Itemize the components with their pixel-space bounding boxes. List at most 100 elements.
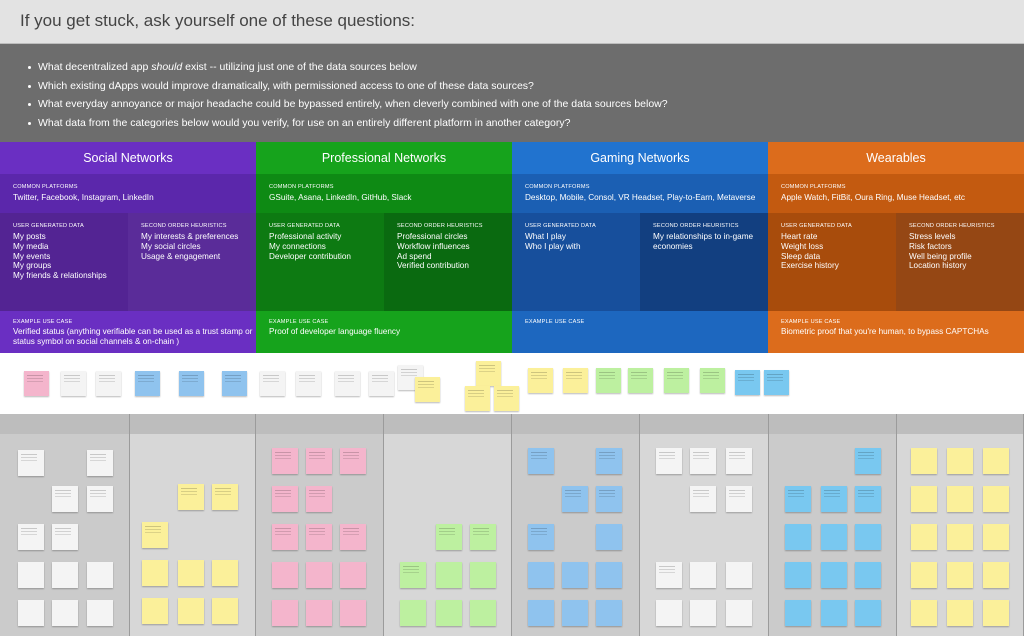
sticky-note[interactable] (142, 598, 168, 624)
sticky-note[interactable] (272, 448, 298, 474)
sticky-note[interactable] (52, 486, 78, 512)
sticky-note[interactable] (528, 524, 554, 550)
sticky-note[interactable] (947, 448, 973, 474)
sticky-note[interactable] (528, 368, 553, 393)
sticky-note[interactable] (52, 600, 78, 626)
sticky-note[interactable] (785, 562, 811, 588)
sticky-note[interactable] (87, 600, 113, 626)
sticky-note[interactable] (562, 562, 588, 588)
sticky-note[interactable] (628, 368, 653, 393)
sticky-note[interactable] (785, 486, 811, 512)
sticky-note[interactable] (656, 562, 682, 588)
sticky-note[interactable] (272, 524, 298, 550)
sticky-note[interactable] (436, 600, 462, 626)
sticky-note[interactable] (306, 524, 332, 550)
sticky-note[interactable] (528, 600, 554, 626)
sticky-note[interactable] (52, 524, 78, 550)
sticky-note[interactable] (983, 486, 1009, 512)
sticky-note[interactable] (436, 524, 462, 550)
sticky-note[interactable] (87, 562, 113, 588)
sticky-note[interactable] (18, 524, 44, 550)
sticky-note[interactable] (306, 486, 332, 512)
sticky-note[interactable] (947, 600, 973, 626)
sticky-note[interactable] (855, 448, 881, 474)
sticky-note[interactable] (179, 371, 204, 396)
sticky-note[interactable] (18, 600, 44, 626)
sticky-note[interactable] (947, 562, 973, 588)
sticky-note[interactable] (400, 562, 426, 588)
sticky-note[interactable] (664, 368, 689, 393)
sticky-note[interactable] (470, 524, 496, 550)
sticky-note[interactable] (340, 600, 366, 626)
sticky-note[interactable] (983, 448, 1009, 474)
sticky-note[interactable] (306, 600, 332, 626)
sticky-note[interactable] (947, 486, 973, 512)
sticky-note[interactable] (178, 598, 204, 624)
sticky-note[interactable] (596, 524, 622, 550)
sticky-note[interactable] (476, 361, 501, 386)
sticky-note[interactable] (726, 600, 752, 626)
sticky-note[interactable] (821, 600, 847, 626)
sticky-note[interactable] (340, 562, 366, 588)
sticky-note[interactable] (855, 486, 881, 512)
sticky-note[interactable] (855, 562, 881, 588)
sticky-note[interactable] (690, 486, 716, 512)
sticky-note[interactable] (470, 600, 496, 626)
sticky-note[interactable] (340, 524, 366, 550)
sticky-note[interactable] (700, 368, 725, 393)
sticky-note[interactable] (596, 600, 622, 626)
sticky-note[interactable] (135, 371, 160, 396)
sticky-note[interactable] (415, 377, 440, 402)
sticky-note[interactable] (821, 562, 847, 588)
sticky-note[interactable] (764, 370, 789, 395)
sticky-note[interactable] (596, 368, 621, 393)
sticky-note[interactable] (528, 562, 554, 588)
sticky-note[interactable] (436, 562, 462, 588)
sticky-note[interactable] (947, 524, 973, 550)
sticky-note[interactable] (855, 524, 881, 550)
sticky-note[interactable] (272, 486, 298, 512)
sticky-note[interactable] (596, 562, 622, 588)
sticky-note[interactable] (735, 370, 760, 395)
sticky-note[interactable] (465, 386, 490, 411)
sticky-note[interactable] (470, 562, 496, 588)
sticky-note[interactable] (212, 484, 238, 510)
sticky-note[interactable] (983, 562, 1009, 588)
sticky-note[interactable] (562, 600, 588, 626)
sticky-note[interactable] (656, 600, 682, 626)
sticky-note[interactable] (656, 448, 682, 474)
sticky-note[interactable] (142, 560, 168, 586)
sticky-note[interactable] (690, 562, 716, 588)
sticky-note[interactable] (222, 371, 247, 396)
sticky-note[interactable] (335, 371, 360, 396)
sticky-note[interactable] (340, 448, 366, 474)
sticky-note[interactable] (178, 560, 204, 586)
sticky-note[interactable] (563, 368, 588, 393)
sticky-note[interactable] (87, 486, 113, 512)
sticky-note[interactable] (306, 448, 332, 474)
sticky-note[interactable] (272, 600, 298, 626)
sticky-note[interactable] (983, 524, 1009, 550)
sticky-note[interactable] (24, 371, 49, 396)
sticky-note[interactable] (96, 371, 121, 396)
sticky-note[interactable] (528, 448, 554, 474)
sticky-note[interactable] (178, 484, 204, 510)
sticky-note[interactable] (911, 600, 937, 626)
sticky-note[interactable] (726, 486, 752, 512)
sticky-note[interactable] (61, 371, 86, 396)
sticky-note[interactable] (821, 524, 847, 550)
sticky-note[interactable] (855, 600, 881, 626)
sticky-note[interactable] (690, 600, 716, 626)
sticky-note[interactable] (726, 562, 752, 588)
sticky-note[interactable] (142, 522, 168, 548)
sticky-note[interactable] (690, 448, 716, 474)
sticky-note[interactable] (911, 524, 937, 550)
sticky-note[interactable] (494, 386, 519, 411)
sticky-note[interactable] (562, 486, 588, 512)
sticky-note[interactable] (726, 448, 752, 474)
sticky-note[interactable] (260, 371, 285, 396)
sticky-note[interactable] (212, 598, 238, 624)
sticky-note[interactable] (983, 600, 1009, 626)
sticky-note[interactable] (911, 486, 937, 512)
sticky-note[interactable] (911, 448, 937, 474)
